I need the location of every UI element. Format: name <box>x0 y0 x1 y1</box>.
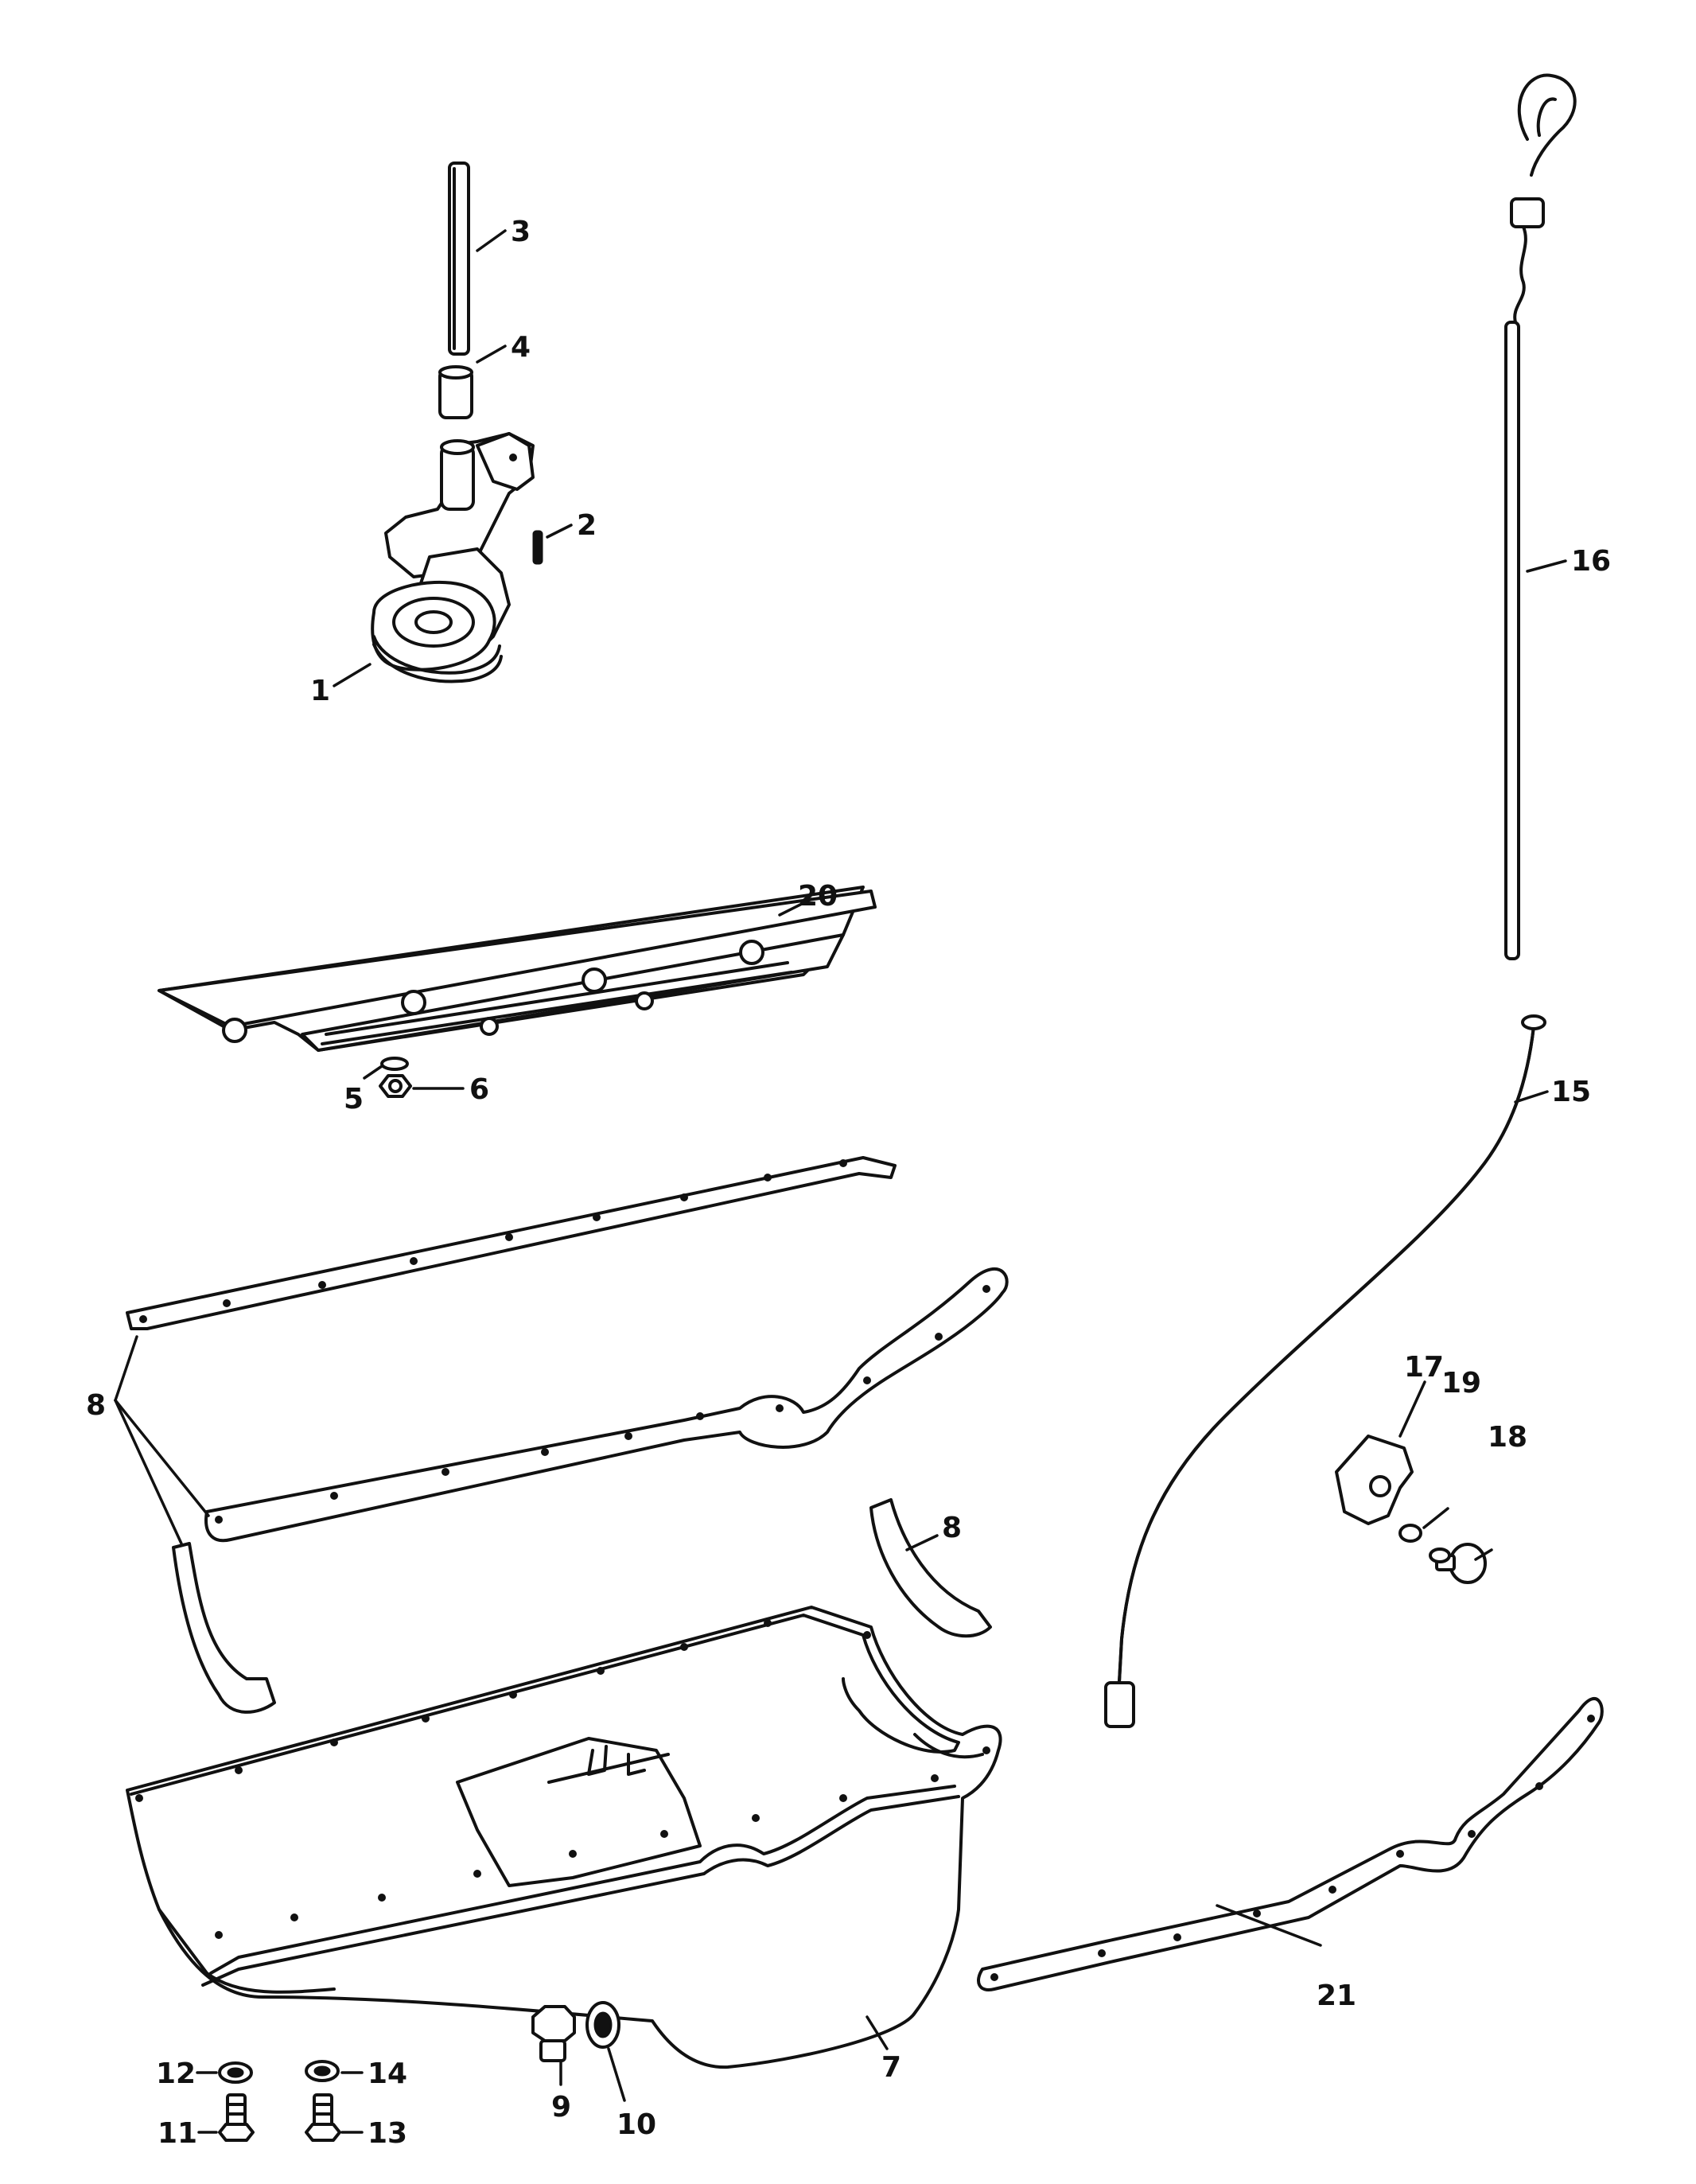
part-9-drain-plug <box>531 2005 576 2062</box>
part-3-pickup-tube <box>448 162 470 356</box>
part-2-stud <box>532 530 543 565</box>
part-13-bolt <box>305 2093 341 2142</box>
callout-13: 13 <box>368 2117 407 2150</box>
part-12-washer <box>218 2061 253 2084</box>
callout-6: 6 <box>469 1073 489 1106</box>
callout-8a: 8 <box>86 1389 106 1422</box>
callout-21: 21 <box>1317 1980 1356 2012</box>
callout-16: 16 <box>1571 545 1611 578</box>
part-14-washer <box>305 2060 340 2082</box>
callout-14: 14 <box>368 2057 407 2090</box>
callout-7: 7 <box>881 2051 901 2084</box>
part-20-windage-tray <box>158 886 877 1052</box>
part-7-oil-pan <box>126 1606 1002 2069</box>
part-16-dipstick <box>1504 73 1577 960</box>
callout-2: 2 <box>577 509 597 542</box>
part-10-drain-gasket <box>585 2001 620 2049</box>
part-15-dipstick-tube <box>1104 1014 1546 1728</box>
callout-17: 17 <box>1404 1351 1444 1384</box>
part-5-washer <box>380 1057 409 1071</box>
leader-lines <box>114 229 1567 2134</box>
part-19-washer <box>1398 1524 1422 1543</box>
callout-labels: 1 2 3 4 5 6 7 8 8 9 10 11 12 13 14 15 16… <box>86 216 1611 2150</box>
callout-5: 5 <box>344 1083 364 1115</box>
callout-19: 19 <box>1441 1367 1481 1400</box>
callout-10: 10 <box>617 2108 656 2141</box>
callout-11: 11 <box>158 2117 197 2150</box>
callout-8b: 8 <box>942 1512 962 1544</box>
callout-18: 18 <box>1488 1421 1527 1454</box>
part-4-bushing <box>438 365 473 419</box>
callout-12: 12 <box>156 2057 196 2090</box>
callout-9: 9 <box>551 2091 571 2124</box>
part-17-clip <box>1335 1435 1414 1525</box>
part-21-gasket <box>977 1697 1604 1991</box>
callout-1: 1 <box>310 675 330 707</box>
part-8-gaskets <box>126 1156 1009 1714</box>
part-18-screw <box>1429 1543 1487 1584</box>
part-11-bolt <box>218 2093 255 2142</box>
callout-4: 4 <box>511 331 531 364</box>
callout-20: 20 <box>798 880 838 913</box>
part-6-nut <box>379 1074 412 1098</box>
part-1-oil-pump <box>371 432 535 683</box>
callout-15: 15 <box>1551 1076 1591 1108</box>
callout-3: 3 <box>511 216 531 248</box>
